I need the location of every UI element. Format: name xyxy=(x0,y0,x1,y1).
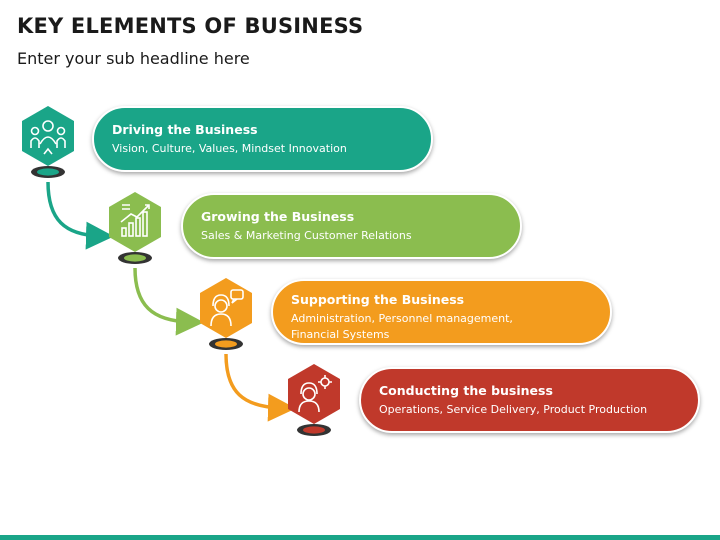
step-2-card: Growing the Business Sales & Marketing C… xyxy=(181,193,522,259)
connector-arrow-2 xyxy=(133,267,204,336)
step-1-card: Driving the Business Vision, Culture, Va… xyxy=(92,106,433,172)
connector-arrow-3 xyxy=(224,353,296,422)
step-4-heading: Conducting the business xyxy=(379,383,553,398)
step-4-description: Operations, Service Delivery, Product Pr… xyxy=(379,403,648,416)
connector-arrow-1 xyxy=(46,181,114,250)
operations-person-icon xyxy=(298,375,332,413)
support-agent-icon xyxy=(210,289,244,327)
step-3-marker xyxy=(200,278,252,350)
step-3-card: Supporting the Business Administration, … xyxy=(271,279,612,345)
step-2-marker xyxy=(109,192,161,264)
page-subtitle: Enter your sub headline here xyxy=(17,49,250,68)
step-2-description: Sales & Marketing Customer Relations xyxy=(201,229,412,242)
step-4-marker xyxy=(288,364,340,436)
step-3-heading: Supporting the Business xyxy=(291,292,465,307)
step-3-description: Administration, Personnel management, Fi… xyxy=(291,312,513,341)
step-2-heading: Growing the Business xyxy=(201,209,355,224)
growth-chart-icon xyxy=(120,204,150,237)
step-4-card: Conducting the business Operations, Serv… xyxy=(359,367,700,433)
page-title: KEY ELEMENTS OF BUSINESS xyxy=(17,14,364,38)
step-1-marker xyxy=(22,106,74,178)
bottom-accent-bar xyxy=(0,535,720,540)
step-1-description: Vision, Culture, Values, Mindset Innovat… xyxy=(112,142,347,155)
step-1-heading: Driving the Business xyxy=(112,122,258,137)
leadership-icon xyxy=(30,120,66,155)
